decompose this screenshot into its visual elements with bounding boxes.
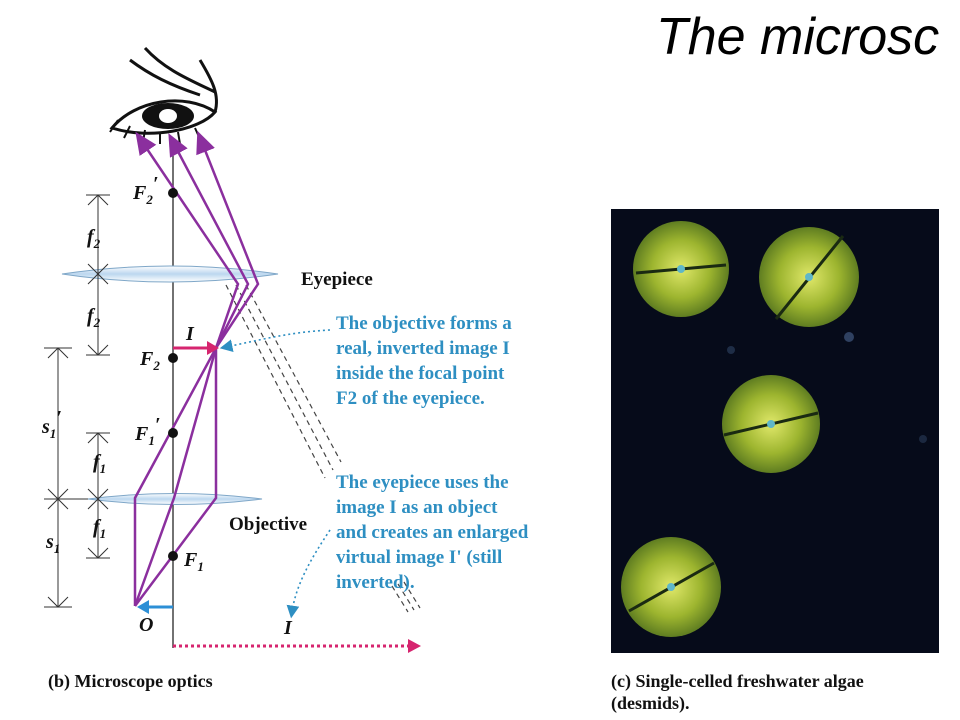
focal-point-f1 <box>168 551 178 561</box>
eyepiece-note-leader <box>286 529 331 619</box>
label-s1: s1 <box>45 531 60 556</box>
svg-text:The objective forms a: The objective forms a <box>336 313 512 334</box>
svg-text:inside the focal point: inside the focal point <box>336 363 505 384</box>
svg-text:real, inverted image I: real, inverted image I <box>336 338 510 359</box>
label-f2-point: F2 <box>139 348 160 373</box>
caption-b-text: Microscope optics <box>74 671 213 691</box>
label-virtual-image: I <box>283 617 293 639</box>
eye-icon <box>109 46 218 145</box>
eyepiece-lens <box>61 265 279 283</box>
svg-text:and creates an enlarged: and creates an enlarged <box>336 522 529 543</box>
svg-text:inverted).: inverted). <box>336 572 415 593</box>
svg-text:virtual image I' (still: virtual image I' (still <box>336 547 502 568</box>
label-eyepiece: Eyepiece <box>301 269 373 290</box>
focal-point-f1-prime <box>168 428 178 438</box>
label-image-i: I <box>185 323 195 345</box>
svg-text:The eyepiece uses the: The eyepiece uses the <box>336 472 509 493</box>
eyepiece-note: The eyepiece uses the image I as an obje… <box>336 472 529 593</box>
caption-c-label: (c) <box>611 671 631 691</box>
objective-note: The objective forms a real, inverted ima… <box>336 313 512 409</box>
focal-point-f2 <box>168 353 178 363</box>
desmid-cell <box>633 221 729 317</box>
caption-c: (c) Single-celled freshwater algae (desm… <box>611 670 864 714</box>
virtual-rays <box>225 284 421 613</box>
desmid-cells <box>621 221 927 637</box>
label-f2-upper: f2 <box>87 226 101 251</box>
caption-b: (b) Microscope optics <box>48 670 213 692</box>
label-f1-point: F1 <box>183 549 204 574</box>
svg-text:image I as an object: image I as an object <box>336 497 498 518</box>
label-f2-lower: f2 <box>87 305 101 330</box>
label-f2-prime: F2′ <box>132 173 158 207</box>
caption-c-text-line2: (desmids). <box>611 693 690 713</box>
focal-point-f2-prime <box>168 188 178 198</box>
desmid-cell <box>759 227 859 327</box>
label-object-o: O <box>139 614 153 636</box>
label-f1-lower: f1 <box>93 516 106 541</box>
caption-b-label: (b) <box>48 671 70 691</box>
desmid-cell <box>621 537 721 637</box>
label-objective: Objective <box>229 514 307 535</box>
label-f1-upper: f1 <box>93 451 106 476</box>
slide-title: The microsc <box>656 8 940 66</box>
label-f1-prime: F1′ <box>134 414 160 448</box>
desmid-algae-photo <box>611 209 939 653</box>
svg-text:F2 of the eyepiece.: F2 of the eyepiece. <box>336 388 485 409</box>
desmid-cell <box>722 375 820 473</box>
light-rays <box>133 130 260 607</box>
caption-c-text-line1: Single-celled freshwater algae <box>635 671 864 691</box>
objective-lens <box>87 493 263 505</box>
dimension-markers <box>44 194 110 608</box>
label-s1-prime: s1′ <box>41 407 62 441</box>
